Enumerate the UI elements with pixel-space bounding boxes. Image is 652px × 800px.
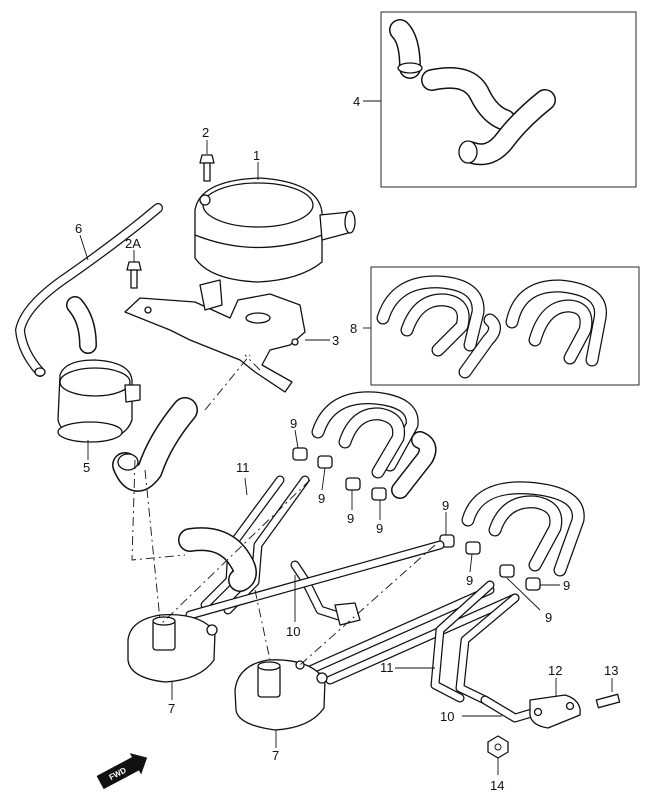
valve-part-5 (57, 296, 141, 443)
bolt-part-2 (199, 154, 215, 182)
callout-8: 8 (350, 321, 357, 336)
callout-14: 14 (490, 778, 504, 793)
callout-7-a: 7 (168, 701, 175, 716)
flange-part-7-right (234, 659, 328, 731)
callout-7-b: 7 (272, 748, 279, 763)
assembly-guide-lines (131, 354, 436, 666)
callout-9-b: 9 (318, 491, 325, 506)
pipe-part-11-left (178, 475, 310, 615)
callout-5: 5 (83, 460, 90, 475)
callout-9-c: 9 (347, 511, 354, 526)
connecting-hose (112, 397, 198, 492)
flange-part-7-left (127, 613, 218, 683)
callout-12: 12 (548, 663, 562, 678)
clamps-part-9 (292, 447, 541, 591)
callout-4: 4 (353, 94, 360, 109)
inset-box-4 (380, 11, 637, 188)
stud-part-13 (595, 693, 621, 709)
callout-9-d: 9 (376, 521, 383, 536)
callout-11-a: 11 (236, 460, 250, 475)
callout-9-e: 9 (442, 498, 449, 513)
callout-10-b: 10 (440, 709, 454, 724)
u-pipe-lower (461, 481, 585, 577)
fwd-arrow-icon: FWD (96, 753, 148, 790)
callout-6: 6 (75, 221, 82, 236)
leader-lines (79, 100, 613, 775)
callout-labels: 2 1 2A 3 4 6 5 8 9 9 9 9 9 9 9 9 11 10 1… (75, 94, 618, 793)
callout-9-f: 9 (466, 573, 473, 588)
bracket-part-3 (124, 279, 306, 393)
bolt-part-2a (126, 261, 142, 289)
u-pipe-set-right (505, 279, 607, 367)
inset-box-8 (370, 266, 640, 386)
callout-9-a: 9 (290, 416, 297, 431)
callout-10-a: 10 (286, 624, 300, 639)
pipe-part-11-right (430, 580, 520, 705)
pipe-part-10-right (480, 695, 540, 723)
inset-hose-long (458, 89, 556, 166)
callout-9-h: 9 (563, 578, 570, 593)
callout-13: 13 (604, 663, 618, 678)
callout-1: 1 (253, 148, 260, 163)
pipe-part-10-left (290, 560, 361, 626)
callout-11-b: 11 (380, 660, 394, 675)
callout-2: 2 (202, 125, 209, 140)
inset-hose-s (421, 66, 516, 131)
air-housing-part-1 (194, 177, 356, 283)
nut-part-14 (487, 735, 509, 759)
hose-part-6 (15, 203, 163, 377)
u-pipe-upper (311, 391, 437, 499)
callout-9-g: 9 (545, 610, 552, 625)
callout-2a: 2A (125, 236, 141, 251)
u-pipe-set-left (376, 275, 501, 379)
long-pipes (185, 540, 520, 685)
inset-hose-elbow (389, 19, 423, 79)
callout-3: 3 (332, 333, 339, 348)
gasket-part-12 (529, 694, 581, 729)
